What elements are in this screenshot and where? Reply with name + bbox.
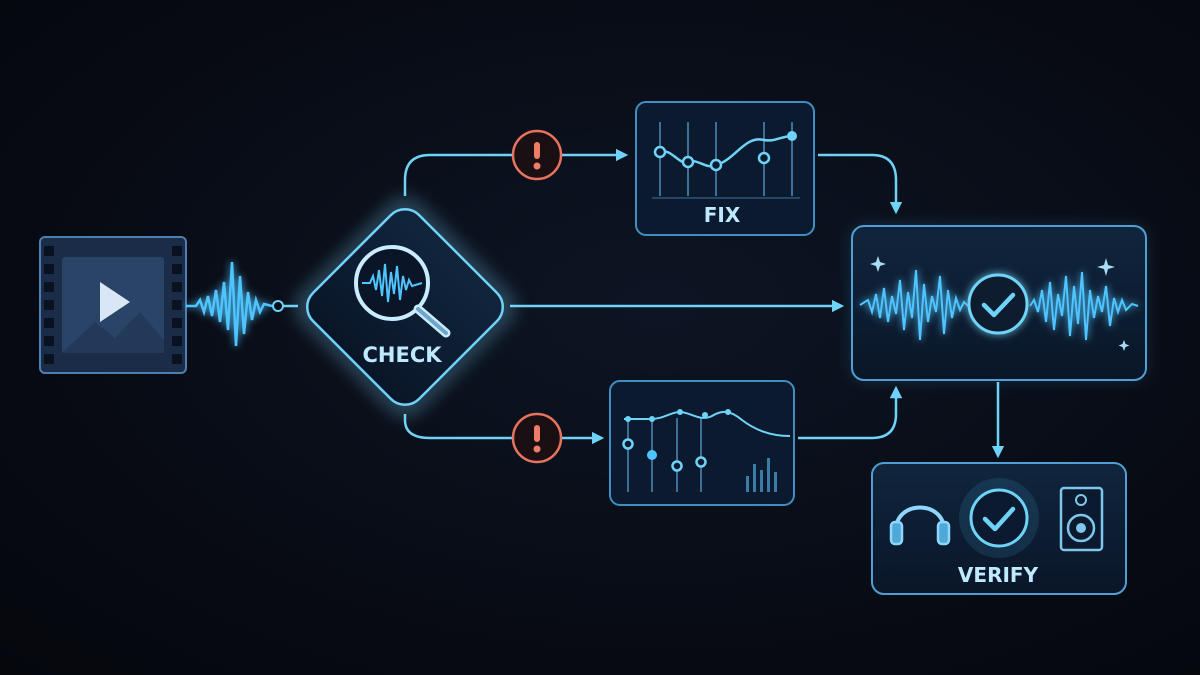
result-waveform [859,269,1139,341]
connector-check-to-fix [403,148,629,196]
exclamation-icon [533,425,541,453]
connector-fix-to-result [818,153,903,215]
check-label: CHECK [362,343,442,367]
checkmark-icon [959,478,1039,558]
speaker-icon [1059,486,1104,552]
check-node: CHECK [293,195,517,419]
magnifier-waveform-icon [354,245,451,338]
equalizer-sliders-icon [622,409,791,492]
verify-label: VERIFY [958,563,1039,587]
equalizer-curve-icon [652,122,800,199]
headphones-icon [889,505,951,546]
mountain-shape [62,312,164,353]
eq-node [609,380,795,506]
sparkle-icon [870,256,1130,351]
connector-node [272,300,284,312]
alert-badge-bottom [511,412,563,464]
verify-node: VERIFY [871,462,1127,595]
play-icon [100,282,130,322]
source-video-node [39,236,187,374]
source-waveform [186,261,273,347]
level-meter-bars [746,458,777,492]
fix-node: FIX [635,101,815,236]
connector-eq-to-result [798,385,903,440]
result-node [851,225,1147,381]
connectors [272,148,1005,459]
connector-check-to-eq [403,414,605,445]
fix-panel [635,101,815,236]
film-sprocket-holes [44,246,182,364]
exclamation-icon [533,142,541,170]
alert-badge-top [511,129,563,181]
checkmark-icon [967,273,1029,335]
fix-label: FIX [704,203,741,227]
